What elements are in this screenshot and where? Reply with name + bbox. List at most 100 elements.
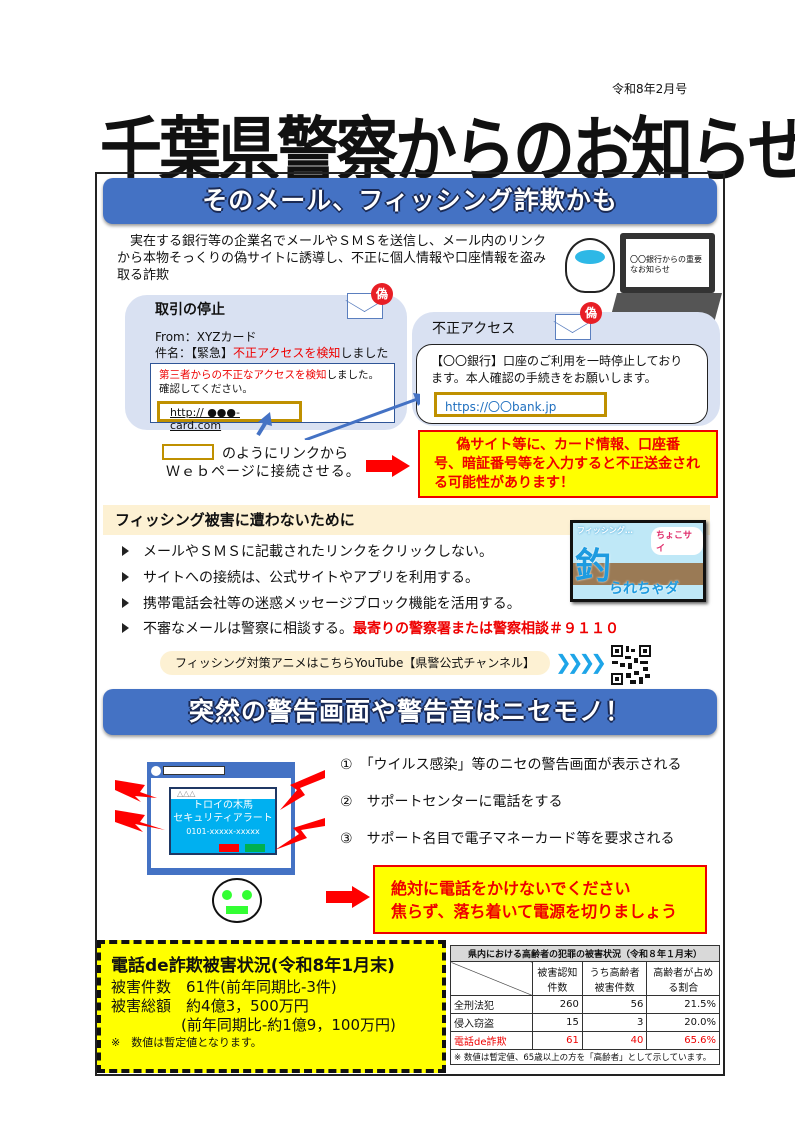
link-note-1: のようにリンクから: [222, 446, 348, 462]
back-icon: [151, 766, 161, 776]
body-line2: 確認してください。: [159, 383, 253, 395]
scared-mascot-icon: [212, 878, 262, 923]
issue-date: 令和8年2月号: [612, 82, 688, 96]
chevrons-icon: ❯❯❯❯: [555, 650, 607, 674]
red-arrow-icon: [366, 455, 410, 477]
cell: 65.6%: [646, 1031, 720, 1050]
bullet-icon: [122, 598, 129, 608]
consult-number: 最寄りの警察署または警察相談＃９１１０: [353, 621, 619, 637]
mail1-from: From：XYZカード: [155, 330, 257, 344]
table-header: 被害認知件数: [532, 961, 583, 996]
cell: 15: [532, 1013, 583, 1032]
stats-note: ※ 数値は暫定値となります。: [111, 1036, 262, 1049]
subject-label: 件名：【緊急】: [155, 346, 234, 360]
cell: 40: [581, 1031, 648, 1050]
step-text: 「ウイルス感染」等のニセの警告画面が表示される: [366, 757, 682, 773]
bullet-icon: [122, 623, 129, 633]
row-label: 侵入窃盗: [450, 1013, 533, 1032]
item-text: 不審なメールは警察に相談する。: [143, 621, 353, 637]
fraud-stats-box: 電話de詐欺被害状況(令和8年1月末) 被害件数 61件(前年同期比-3件) 被…: [97, 940, 446, 1073]
elderly-crime-table: 県内における高齢者の犯罪の被害状況（令和８年１月末） 被害認知件数 うち高齢者被…: [450, 945, 720, 1065]
prevention-item: 携帯電話会社等の迷惑メッセージブロック機能を活用する。: [122, 593, 521, 613]
phishing-warning: 偽サイト等に、カード情報、口座番号、暗証番号等を入力すると不正送金される可能性が…: [418, 430, 718, 498]
youtube-link[interactable]: フィッシング対策アニメはこちらYouTube【県警公式チャンネル】: [160, 651, 550, 675]
bullet-icon: [122, 546, 129, 556]
link-note-2: Ｗｅｂページに接続させる。: [166, 464, 361, 480]
row-label: 電話de詐欺: [450, 1031, 533, 1050]
step-text: サポート名目で電子マネーカード等を要求される: [366, 831, 675, 847]
mascot-icon: [565, 238, 615, 293]
fake-alert-popup: △△△ トロイの木馬 セキュリティアラート 0101-xxxxx-xxxxx: [169, 787, 277, 855]
stats-heading: 電話de詐欺被害状況(令和8年1月末): [111, 956, 395, 976]
cell: 61: [532, 1031, 583, 1050]
anime-thumbnail[interactable]: フィッシング… ちょこサイ 釣 られちゃダメ!?: [570, 520, 706, 602]
item-text: メールやＳＭＳに記載されたリンクをクリックしない。: [143, 544, 493, 560]
amount-label: 被害総額: [111, 997, 172, 1015]
diagonal-cell: [450, 961, 533, 996]
step-text: サポートセンターに電話をする: [366, 794, 563, 810]
fake-browser-window: △△△ トロイの木馬 セキュリティアラート 0101-xxxxx-xxxxx: [147, 762, 295, 875]
cell: 20.0%: [646, 1013, 720, 1032]
section2-banner: 突然の警告画面や警告音はニセモノ！: [103, 689, 717, 735]
cell: 3: [581, 1013, 648, 1032]
prevention-item: メールやＳＭＳに記載されたリンクをクリックしない。: [122, 541, 493, 561]
count-label: 被害件数: [111, 978, 172, 996]
mail-panel-2: 不正アクセス 偽 【〇〇銀行】口座のご利用を一時停止しております。本人確認の手続…: [412, 302, 720, 426]
thumb-caption-top: フィッシング…: [577, 526, 633, 535]
bullet-icon: [122, 572, 129, 582]
address-bar: [163, 766, 225, 775]
mail1-title: 取引の停止: [155, 302, 225, 318]
laptop-illustration: 〇〇銀行からの重要なお知らせ: [565, 228, 723, 328]
step-3: ③ サポート名目で電子マネーカード等を要求される: [340, 828, 675, 848]
alarm-bolts-icon: [115, 770, 325, 850]
popup-tabs: △△△: [171, 789, 275, 799]
thumb-caption-bottom: られちゃダメ!?: [609, 581, 679, 597]
fake-badge-icon: 偽: [580, 302, 602, 324]
mail-panel-1: 取引の停止 偽 From：XYZカード 件名：【緊急】不正アクセスを検知しました…: [125, 283, 407, 432]
step-2: ② サポートセンターに電話をする: [340, 791, 563, 811]
subject-red: 不正アクセスを検知: [233, 346, 341, 360]
link-box-sample: [162, 444, 214, 460]
call-warning: 絶対に電話をかけないでください 焦らず、落ち着いて電源を切りましょう: [373, 865, 707, 934]
table-note: ※ 数値は暫定値、65歳以上の方を「高齢者」として示しています。: [450, 1049, 720, 1065]
laptop-screen-text: 〇〇銀行からの重要なお知らせ: [626, 239, 709, 287]
body-rest: しました。: [326, 369, 379, 381]
popup-title1: トロイの木馬: [193, 800, 253, 811]
amount-compare: (前年同期比-約1億9，100万円): [181, 1016, 396, 1034]
warning-line1: 絶対に電話をかけないでください: [391, 879, 631, 898]
mail2-title: 不正アクセス: [432, 321, 516, 337]
fake-badge-icon: 偽: [371, 283, 393, 305]
prevention-item: サイトへの接続は、公式サイトやアプリを利用する。: [122, 567, 479, 587]
item-text: サイトへの接続は、公式サイトやアプリを利用する。: [143, 570, 479, 586]
table-header: うち高齢者被害件数: [581, 961, 648, 996]
mail1-subject: 件名：【緊急】不正アクセスを検知しました: [155, 344, 388, 361]
laptop-icon: 〇〇銀行からの重要なお知らせ: [620, 233, 715, 293]
body-red: 第三者からの不正なアクセスを検知: [159, 369, 327, 381]
content-frame: [95, 172, 725, 1076]
thumb-big-text: 釣: [575, 546, 612, 587]
qr-code-icon[interactable]: [610, 644, 652, 686]
elderly-table-wrap: 県内における高齢者の犯罪の被害状況（令和８年１月末） 被害認知件数 うち高齢者被…: [450, 945, 720, 1065]
row-label: 全刑法犯: [450, 995, 533, 1014]
section1-banner: そのメール、フィッシング詐欺かも: [103, 178, 717, 224]
step-1: ① 「ウイルス感染」等のニセの警告画面が表示される: [340, 754, 682, 774]
step-num: ②: [340, 794, 353, 810]
item-text: 携帯電話会社等の迷惑メッセージブロック機能を活用する。: [143, 596, 521, 612]
red-arrow-icon: [326, 886, 370, 908]
table-title: 県内における高齢者の犯罪の被害状況（令和８年１月末）: [450, 945, 720, 962]
amount-value: 約4億3，500万円: [186, 997, 309, 1015]
step-num: ①: [340, 757, 353, 773]
subject-rest: しました: [340, 346, 389, 360]
popup-phone: 0101-xxxxx-xxxxx: [186, 827, 260, 836]
cell: 56: [581, 995, 648, 1014]
cell: 260: [532, 995, 583, 1014]
cell: 21.5%: [646, 995, 720, 1014]
count-value: 61件(前年同期比-3件): [186, 978, 337, 996]
fake-link-2[interactable]: https://〇〇bank.jp: [434, 392, 607, 417]
thumb-logo: ちょこサイ: [651, 527, 703, 555]
intro-text: 実在する銀行等の企業名でメールやＳＭＳを送信し、メール内のリンクから本物そっくり…: [117, 234, 547, 283]
step-num: ③: [340, 831, 353, 847]
